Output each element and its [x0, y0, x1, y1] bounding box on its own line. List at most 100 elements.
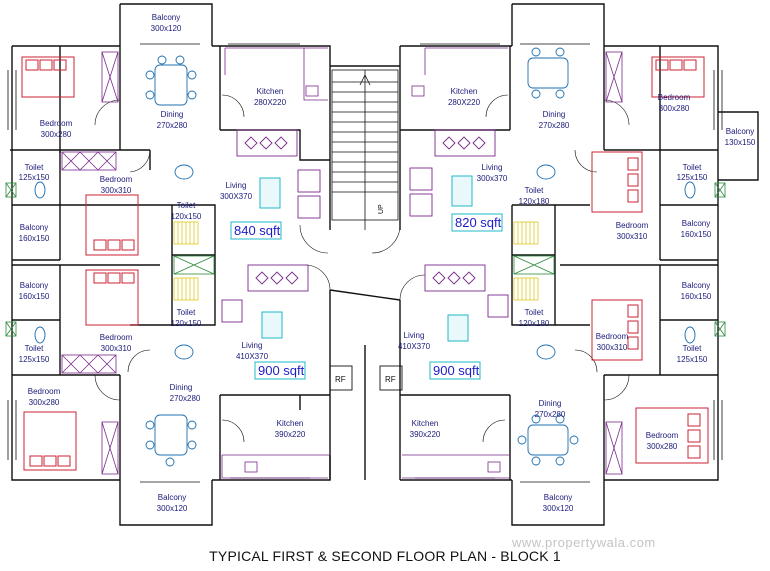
bed-icon [85, 269, 139, 326]
toilet-fixtures [34, 164, 696, 360]
room-dim: 280X220 [448, 98, 481, 107]
room-name: Toilet [683, 163, 702, 172]
room-name: Balcony [158, 493, 186, 502]
room-name: Living [404, 331, 425, 340]
bed-icon [85, 194, 139, 256]
room-name: Kitchen [257, 87, 284, 96]
room-dim: 120x180 [519, 197, 550, 206]
sofa-icon [247, 264, 309, 292]
shaft-icon [714, 321, 726, 337]
room-name: Balcony [682, 219, 710, 228]
shower-icon [173, 221, 199, 245]
wardrobe-icon [605, 51, 623, 103]
armchair-icon [297, 195, 321, 219]
wc-icon [684, 326, 696, 344]
wardrobe-icon [101, 421, 119, 475]
room-name: Balcony [726, 127, 754, 136]
shaft-icon [714, 182, 726, 198]
bed-icon [21, 56, 75, 98]
armchair-icon [409, 193, 433, 217]
plan-title: TYPICAL FIRST & SECOND FLOOR PLAN - BLOC… [209, 548, 561, 564]
room-dim: 300x280 [41, 130, 72, 139]
wardrobes [61, 51, 623, 475]
windows [7, 43, 723, 483]
bed-icon [23, 411, 77, 471]
sink-icon [244, 461, 258, 473]
room-dim: 300x280 [659, 104, 690, 113]
shaft-icon [5, 182, 17, 198]
shaft-icon [513, 255, 555, 275]
staircase[interactable] [331, 69, 399, 230]
stair-arrow-icon [359, 74, 371, 86]
sink-icon [487, 461, 501, 473]
wc-icon [684, 181, 696, 199]
area-label-unit-b: 820 sqft [455, 215, 502, 230]
room-name: Kitchen [277, 419, 304, 428]
room-dim: 120x150 [171, 212, 202, 221]
dining-table-icon [145, 55, 197, 106]
room-dim: 160x150 [681, 292, 712, 301]
room-name: Dining [170, 383, 193, 392]
room-name: Living [482, 163, 503, 172]
room-name: Toilet [177, 308, 196, 317]
room-name: Balcony [682, 281, 710, 290]
room-name: Toilet [525, 186, 544, 195]
beds [21, 56, 709, 471]
room-name: Bedroom [100, 333, 133, 342]
sofa-icon [424, 264, 486, 292]
shower-areas [173, 221, 539, 301]
dining-table-icon [145, 414, 197, 467]
room-dim: 300x280 [647, 442, 678, 451]
room-dim: 390x220 [410, 430, 441, 439]
dining-tables [145, 47, 579, 467]
room-dim: 130x150 [725, 138, 756, 147]
room-dim: 300x310 [617, 232, 648, 241]
refrigerator-left [329, 365, 353, 391]
room-dim: 300x120 [157, 504, 188, 513]
room-dim: 125x150 [19, 173, 50, 182]
room-dim: 120x150 [171, 319, 202, 328]
washbasin-icon [174, 164, 194, 180]
kitchen-counters [221, 47, 510, 479]
room-name: Balcony [20, 223, 48, 232]
room-dim: 160x150 [19, 292, 50, 301]
dining-table-icon [527, 47, 569, 99]
room-name: Bedroom [596, 332, 629, 341]
washbasin-icon [536, 164, 556, 180]
room-name: Balcony [152, 13, 180, 22]
area-boxes [230, 213, 503, 380]
wc-icon [34, 326, 46, 344]
area-label-unit-d: 900 sqft [433, 363, 480, 378]
armchair-icon [297, 169, 321, 193]
stair-up-label: UP [378, 204, 385, 214]
room-name: Toilet [25, 344, 44, 353]
room-name: Balcony [544, 493, 572, 502]
watermark: www.propertywala.com [512, 535, 656, 550]
room-name: Kitchen [412, 419, 439, 428]
room-name: Kitchen [451, 87, 478, 96]
room-dim: 390x220 [275, 430, 306, 439]
room-dim: 300x120 [151, 24, 182, 33]
shower-icon [513, 221, 539, 245]
refrigerators [329, 365, 403, 391]
coffee-table-icon [261, 311, 283, 339]
wardrobe-icon [61, 354, 117, 374]
sofa-icon [434, 129, 496, 157]
room-dim: 125x150 [19, 355, 50, 364]
room-name: Bedroom [28, 387, 61, 396]
armchair-icon [487, 294, 509, 318]
shower-icon [173, 277, 199, 301]
room-dim: 410X370 [398, 342, 431, 351]
room-dim: 300x280 [29, 398, 60, 407]
rf-label-left: RF [335, 375, 346, 384]
room-dim: 125x150 [677, 173, 708, 182]
room-name: Balcony [20, 281, 48, 290]
sofa-icon [236, 129, 298, 157]
room-dim: 300x310 [597, 343, 628, 352]
room-name: Bedroom [100, 175, 133, 184]
room-dim: 270x280 [539, 121, 570, 130]
coffee-table-icon [447, 314, 469, 342]
room-dim: 300x120 [543, 504, 574, 513]
living-furniture [221, 129, 509, 323]
